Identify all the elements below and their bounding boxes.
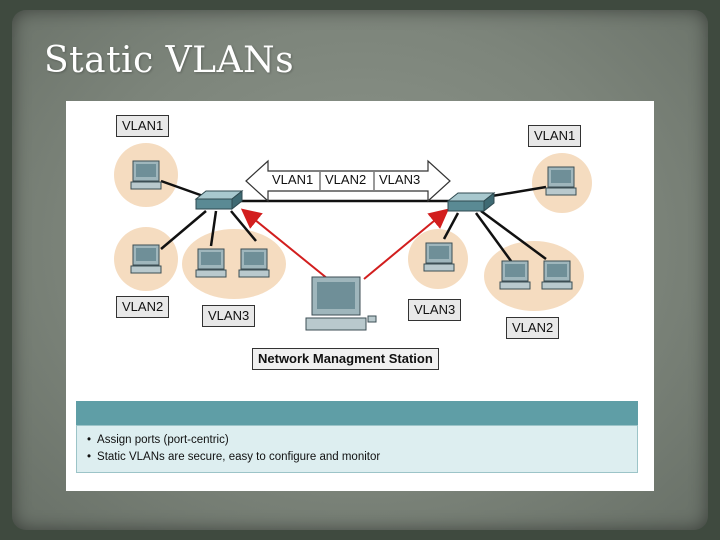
pc-vlan3-left-b	[238, 248, 270, 278]
mgmt-arrow-right	[363, 208, 450, 280]
network-management-station-computer	[305, 276, 377, 331]
trunk-label-vlan3: VLAN3	[379, 172, 421, 187]
notes-panel: Assign ports (port-centric) Static VLANs…	[76, 425, 638, 473]
trunk-arrow	[245, 159, 451, 203]
label-vlan1-left: VLAN1	[116, 115, 170, 137]
switch-left	[195, 190, 243, 210]
slide-title: Static VLANs	[44, 40, 295, 81]
trunk-label-vlan2: VLAN2	[325, 172, 367, 187]
label-vlan2-left: VLAN2	[116, 296, 170, 318]
switch-right	[447, 192, 495, 212]
label-vlan3-left: VLAN3	[202, 305, 256, 327]
label-network-management-station: Network Managment Station	[252, 348, 439, 370]
pc-vlan1-right	[545, 166, 577, 196]
label-vlan3-right: VLAN3	[408, 299, 462, 321]
vlan3-left-area	[182, 229, 286, 299]
pc-vlan2-right-a	[499, 260, 531, 290]
pc-vlan2-right-b	[541, 260, 573, 290]
notes-panel-header	[76, 401, 638, 425]
vlan-diagram-figure: VLAN1 VLAN2 VLAN3 VLAN1 VLAN1 VLAN2 VLAN…	[66, 101, 654, 491]
label-vlan2-right: VLAN2	[506, 317, 560, 339]
mgmt-arrow-left	[240, 208, 329, 280]
trunk-label-vlan1: VLAN1	[272, 172, 314, 187]
notes-item: Static VLANs are secure, easy to configu…	[87, 449, 627, 466]
vlan-diagram-svg	[114, 143, 592, 331]
label-vlan1-right: VLAN1	[528, 125, 582, 147]
pc-vlan1-left	[130, 160, 162, 190]
notes-item: Assign ports (port-centric)	[87, 432, 627, 449]
pc-vlan3-left-a	[195, 248, 227, 278]
pc-vlan2-left	[130, 244, 162, 274]
pc-vlan3-right	[423, 242, 455, 272]
